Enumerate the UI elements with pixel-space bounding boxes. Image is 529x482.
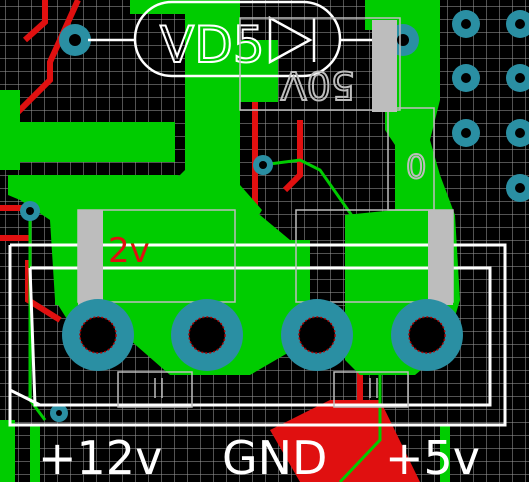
pad-3[interactable] bbox=[281, 299, 353, 371]
via-top-left bbox=[59, 24, 91, 56]
via-grid-2 bbox=[506, 10, 529, 38]
via-grid-7 bbox=[506, 174, 529, 202]
lead-12v bbox=[78, 210, 103, 305]
red-trace-center-right bbox=[282, 120, 303, 193]
via-center bbox=[253, 155, 273, 175]
red-trace-pad bbox=[25, 260, 62, 323]
grey-label: 0 bbox=[406, 148, 426, 186]
label-5v: +5v bbox=[385, 431, 480, 482]
diode-ref-label: VD5 bbox=[160, 16, 265, 74]
via-left bbox=[20, 201, 40, 221]
via-grid-1 bbox=[452, 10, 480, 38]
label-gnd: GND bbox=[222, 431, 327, 482]
label-12v: +12v bbox=[38, 431, 162, 482]
green-bus-left bbox=[0, 122, 175, 162]
green-bus-edge bbox=[0, 90, 20, 170]
via-grid-6 bbox=[506, 119, 529, 147]
diode-symbol-icon[interactable] bbox=[88, 0, 388, 78]
via-grid-4 bbox=[506, 64, 529, 92]
green-thin-trace-diag bbox=[261, 158, 382, 482]
faint-component-label: 50V bbox=[281, 63, 355, 107]
red-pour-bottom bbox=[270, 400, 420, 482]
green-pour-main bbox=[8, 175, 310, 375]
via-grid-5 bbox=[452, 119, 480, 147]
green-trace-bottom-right bbox=[440, 425, 450, 482]
terminal-pin-boxes bbox=[77, 209, 454, 408]
red-trace-top-left bbox=[22, 0, 48, 43]
green-trace-bottom-left bbox=[30, 425, 40, 482]
via-grid-3 bbox=[452, 64, 480, 92]
green-trace-left-edge bbox=[0, 420, 15, 482]
round-pad-icon[interactable] bbox=[62, 299, 134, 371]
lead-diode bbox=[372, 20, 397, 112]
green-diode-pad-left bbox=[238, 40, 278, 102]
lead-5v bbox=[428, 210, 453, 305]
via-bottom-left bbox=[50, 404, 68, 422]
terminal-block-outline bbox=[8, 243, 507, 427]
pad-4[interactable] bbox=[391, 299, 463, 371]
green-top-strip bbox=[130, 0, 190, 14]
pad-2[interactable] bbox=[171, 299, 243, 371]
red-net-label: 2v bbox=[108, 231, 150, 271]
